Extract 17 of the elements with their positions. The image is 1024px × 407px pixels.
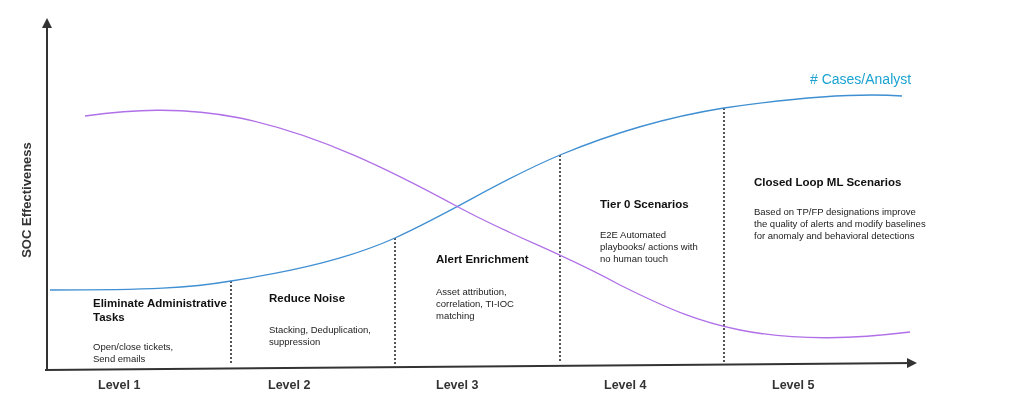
axis-title: SOC Effectiveness <box>18 142 35 258</box>
stage-heading: Eliminate Administrative Tasks <box>93 296 228 325</box>
stage-heading: Tier 0 Scenarios <box>600 197 690 212</box>
stage-description: Based on TP/FP designations improve the quality of alerts and modify baselines for anomaly and behavioral detections <box>754 206 926 242</box>
level-label: Level 1 <box>98 378 141 394</box>
series-label: # Cases/Analyst <box>810 71 912 89</box>
stage-description: Asset attribution, correlation, TI-IOC matching <box>436 286 515 322</box>
level-label: Level 4 <box>604 378 647 394</box>
stage-heading: Closed Loop ML Scenarios <box>754 175 903 190</box>
level-label: Level 5 <box>772 378 815 394</box>
stage-description: Open/close tickets, Send emails <box>93 341 175 365</box>
stage-description: E2E Automated playbooks/ actions with no human touch <box>600 229 699 265</box>
stage-description: Stacking, Deduplication, suppression <box>269 324 372 348</box>
level-label: Level 2 <box>268 378 311 394</box>
level-label: Level 3 <box>436 378 479 394</box>
stage-heading: Reduce Noise <box>269 291 347 306</box>
stage-heading: Alert Enrichment <box>436 252 530 267</box>
